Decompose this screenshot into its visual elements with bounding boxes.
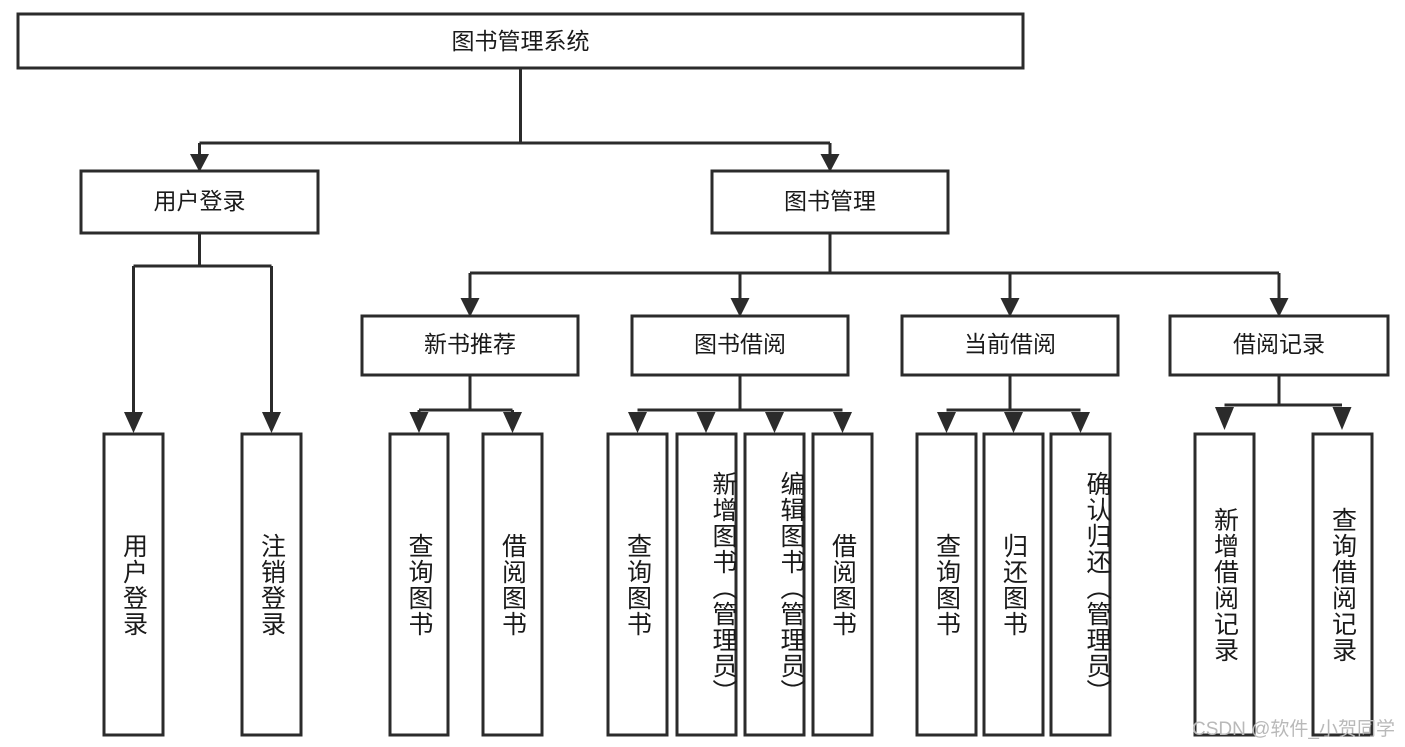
- connector-layer: [124, 68, 1352, 433]
- arrowhead-g2-leaf-3: [765, 412, 784, 433]
- node-box-leaf-confirm-return[interactable]: [1049, 432, 1112, 737]
- arrowhead-g4-leaf-1: [1215, 407, 1234, 430]
- node-box-user-login[interactable]: [79, 169, 320, 235]
- node-box-leaf-borrow-book-rec[interactable]: [481, 432, 544, 737]
- arrowhead-g3-leaf-2: [1004, 412, 1023, 433]
- node-label-new-book-recommend: 新书推荐: [424, 331, 516, 357]
- node-box-leaf-user-login[interactable]: [102, 432, 165, 737]
- arrowhead-g3-leaf-1: [937, 412, 956, 433]
- node-label-current-borrow: 当前借阅: [964, 331, 1056, 357]
- node-box-leaf-query-borrow-record[interactable]: [1311, 432, 1374, 737]
- arrowhead-g3-leaf-3: [1071, 412, 1090, 433]
- node-label-root: 图书管理系统: [452, 28, 590, 54]
- node-box-book-borrow[interactable]: [630, 314, 850, 377]
- arrowhead-leaf-user-login: [124, 412, 143, 433]
- node-box-leaf-edit-book[interactable]: [743, 432, 806, 737]
- arrowhead-g4-leaf-2: [1332, 407, 1352, 430]
- arrowhead-g2-leaf-2: [696, 412, 716, 433]
- arrowhead-book-borrow: [730, 298, 750, 317]
- node-box-root[interactable]: [16, 12, 1025, 70]
- node-box-leaf-query-book-current[interactable]: [915, 432, 978, 737]
- node-box-leaf-return-book[interactable]: [982, 432, 1045, 737]
- node-label-user-login: 用户登录: [154, 188, 246, 214]
- node-box-leaf-query-book-borrow[interactable]: [606, 432, 669, 737]
- arrowhead-current-borrow: [1000, 298, 1020, 317]
- node-box-leaf-add-book[interactable]: [675, 432, 738, 737]
- node-label-book-management: 图书管理: [784, 188, 876, 214]
- node-label-book-borrow: 图书借阅: [694, 331, 786, 357]
- node-box-new-book-recommend[interactable]: [360, 314, 580, 377]
- arrowhead-leaf-logout: [262, 412, 281, 433]
- arrowhead-new-book-rec: [460, 298, 480, 317]
- arrowhead-g1-leaf-2: [503, 412, 522, 433]
- node-label-borrow-record: 借阅记录: [1233, 331, 1325, 357]
- arrowhead-book-mgmt: [820, 154, 840, 172]
- node-box-leaf-query-book-rec[interactable]: [388, 432, 450, 737]
- node-box-current-borrow[interactable]: [900, 314, 1120, 377]
- arrowhead-g1-leaf-1: [409, 412, 429, 433]
- arrowhead-user-login: [190, 154, 209, 172]
- watermark-text: CSDN @软件_小贺同学: [1192, 719, 1395, 740]
- node-layer: 图书管理系统 用户登录 图书管理 新书推荐 图书借阅 当前借阅 借阅记录: [16, 12, 1390, 737]
- node-box-leaf-logout[interactable]: [240, 432, 303, 737]
- node-box-leaf-add-borrow-record[interactable]: [1193, 432, 1256, 737]
- arrowhead-g2-leaf-4: [833, 412, 852, 433]
- node-box-leaf-borrow-book[interactable]: [811, 432, 874, 737]
- arrowhead-borrow-record: [1269, 298, 1289, 317]
- arrowhead-g2-leaf-1: [628, 412, 647, 433]
- node-box-borrow-record[interactable]: [1168, 314, 1390, 377]
- node-box-book-management[interactable]: [710, 169, 950, 235]
